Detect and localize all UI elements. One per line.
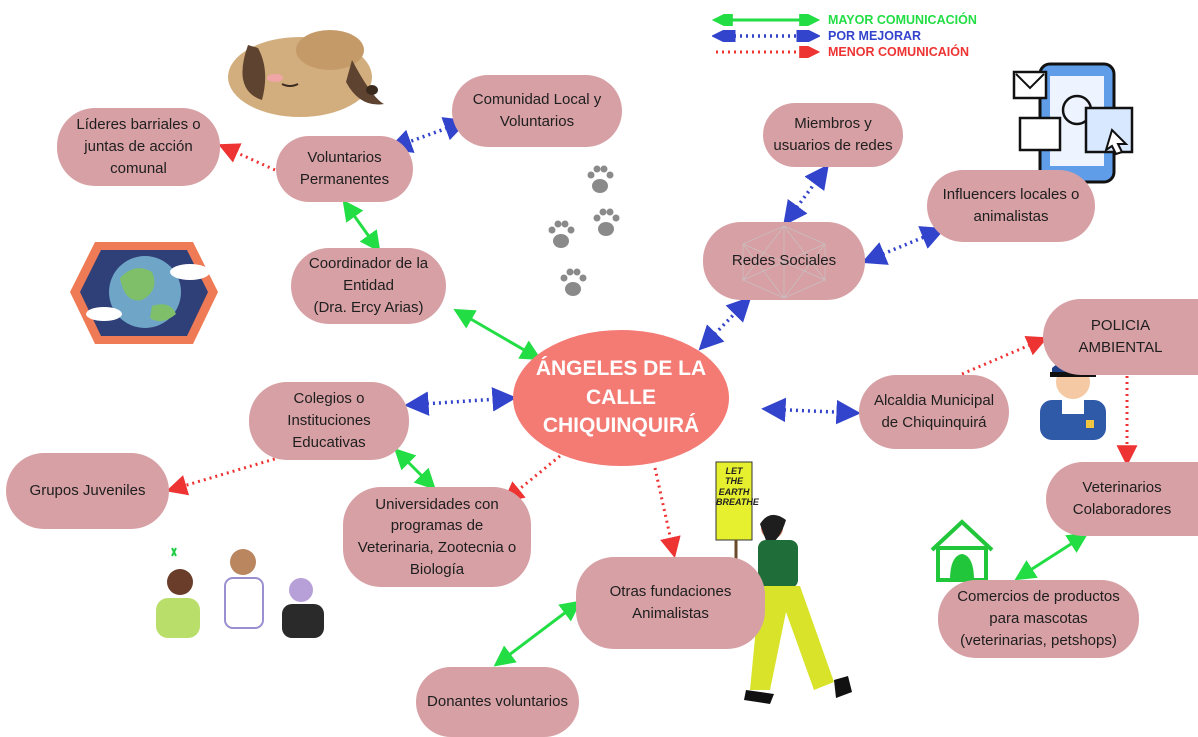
legend-item-mejorar: POR MEJORAR	[712, 28, 921, 44]
center-node-angeles-de-la-calle: ÁNGELES DE LA CALLE CHIQUINQUIRÁ	[513, 330, 729, 466]
node-coordinador: Coordinador de la Entidad (Dra. Ercy Ari…	[291, 248, 446, 324]
node-policia-ambiental-label: POLICIA AMBIENTAL	[1078, 317, 1163, 356]
node-otras-fundaciones-label: Otras fundaciones Animalistas	[609, 583, 732, 622]
node-lideres-barriales: Líderes barriales o juntas de acción com…	[57, 108, 220, 186]
node-coordinador-label: Coordinador de la Entidad (Dra. Ercy Ari…	[308, 255, 429, 316]
node-policia-ambiental: POLICIA AMBIENTAL	[1043, 299, 1198, 375]
team-people-illustration	[156, 547, 324, 638]
node-colegios: Colegios o Instituciones Educativas	[249, 382, 409, 460]
node-voluntarios-permanentes-label: Voluntarios Permanentes	[299, 149, 390, 188]
node-donantes: Donantes voluntarios	[416, 667, 579, 737]
node-alcaldia: Alcaldia Municipal de Chiquinquirá	[859, 375, 1009, 449]
node-colegios-label: Colegios o Instituciones Educativas	[287, 390, 371, 451]
legend-label-mejorar: POR MEJORAR	[828, 29, 922, 43]
node-alcaldia-label: Alcaldia Municipal de Chiquinquirá	[873, 392, 995, 431]
connector-center-otras	[653, 467, 681, 559]
node-veterinarios: Veterinarios Colaboradores	[1046, 462, 1198, 536]
pet-house-icon	[930, 519, 994, 582]
legend-item-mayor: MAYOR COMUNICACIÓN	[712, 12, 977, 28]
connector-colegios-universidades	[394, 448, 436, 490]
legend-line-mayor	[712, 14, 820, 26]
node-grupos-juveniles-label: Grupos Juveniles	[29, 482, 146, 500]
legend-item-menor: MENOR COMUNICAIÓN	[712, 44, 969, 60]
connector-redes-influencers	[861, 226, 946, 265]
node-grupos-juveniles: Grupos Juveniles	[6, 453, 169, 529]
legend-line-menor	[716, 46, 820, 58]
node-otras-fundaciones: Otras fundaciones Animalistas	[576, 557, 765, 649]
node-universidades: Universidades con programas de Veterinar…	[343, 487, 531, 587]
paw-print-icon	[548, 165, 620, 296]
node-donantes-label: Donantes voluntarios	[427, 693, 568, 711]
connector-coordinador-center	[453, 308, 542, 361]
connector-voluntarios-lideres	[218, 143, 276, 172]
earth-sticker-icon	[70, 242, 218, 344]
center-node-label: ÁNGELES DE LA CALLE CHIQUINQUIRÁ	[535, 357, 707, 438]
node-universidades-label: Universidades con programas de Veterinar…	[357, 495, 517, 578]
connector-comunidad-voluntarios	[387, 117, 469, 153]
node-redes-sociales-label: Redes Sociales	[731, 252, 837, 270]
connector-voluntarios-coordinador	[342, 199, 381, 253]
node-veterinarios-label: Veterinarios Colaboradores	[1072, 479, 1172, 518]
connector-veterinarios-comercios	[1014, 532, 1089, 581]
sleeping-dog-illustration	[228, 30, 384, 117]
connector-center-redes	[698, 296, 752, 351]
node-miembros-redes-label: Miembros y usuarios de redes	[773, 115, 893, 154]
node-redes-sociales: Redes Sociales	[703, 222, 865, 300]
node-comercios: Comercios de productos para mascotas (ve…	[938, 580, 1139, 658]
app-devices-icon	[1012, 62, 1134, 184]
protest-sign-text: LET THE EARTH BREATHE	[716, 466, 759, 508]
node-voluntarios-permanentes: Voluntarios Permanentes	[276, 136, 413, 202]
node-comunidad-local: Comunidad Local y Voluntarios	[452, 75, 622, 147]
legend-label-menor: MENOR COMUNICAIÓN	[828, 45, 969, 59]
node-influencers-label: Influencers locales o animalistas	[942, 186, 1080, 225]
node-influencers: Influencers locales o animalistas	[927, 170, 1095, 242]
legend-label-mayor: MAYOR COMUNICACIÓN	[828, 13, 977, 27]
network-graphic-icon	[742, 225, 826, 299]
woman-with-sign-illustration	[715, 461, 852, 704]
legend-line-mejorar	[712, 30, 820, 42]
node-lideres-barriales-label: Líderes barriales o juntas de acción com…	[76, 116, 201, 177]
node-comunidad-local-label: Comunidad Local y Voluntarios	[472, 91, 602, 130]
node-miembros-redes: Miembros y usuarios de redes	[763, 103, 903, 167]
node-comercios-label: Comercios de productos para mascotas (ve…	[957, 588, 1120, 649]
connector-otras-donantes	[493, 600, 582, 667]
